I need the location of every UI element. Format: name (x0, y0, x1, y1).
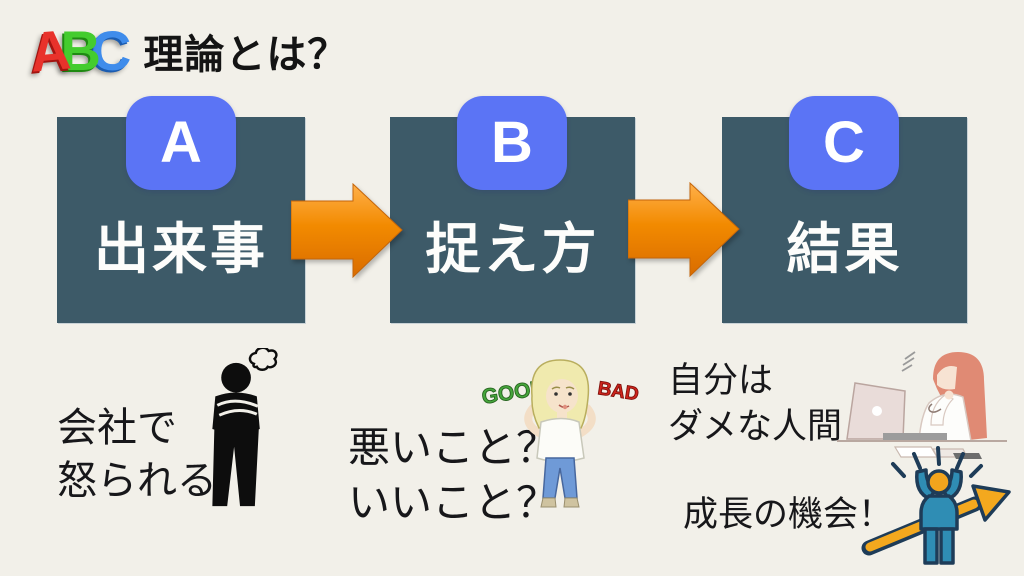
page-title: A B C 理論とは？ (27, 17, 349, 84)
example-belief-line1: 悪いこと？ (348, 426, 559, 472)
example-positive-line1: 成長の機会！ (683, 495, 894, 534)
example-negative-text: 自分は ダメな人間 (668, 358, 842, 450)
badge-b-letter: B (491, 110, 533, 175)
angry-person-icon (212, 348, 278, 507)
bad-label: BAD (596, 378, 640, 405)
arrow-right-icon (291, 183, 403, 278)
badge-b: B (457, 96, 567, 190)
flow-box-consequence-label: 結果 (786, 219, 903, 280)
letter-b-3d: B (60, 19, 101, 82)
badge-c: C (789, 96, 899, 190)
good-bad-woman-icon: GOOD BAD (480, 359, 641, 508)
example-negative-line2: ダメな人間 (668, 407, 842, 447)
example-event-line1: 会社で (57, 405, 177, 450)
flow-box-event: 出来事 (57, 117, 305, 323)
example-positive-text: 成長の機会！ (683, 492, 893, 538)
title-text: 理論とは？ (143, 33, 349, 77)
flow-box-event-label: 出来事 (93, 219, 268, 280)
example-event-line2: 怒られる (57, 457, 217, 503)
arrow-right-icon (628, 182, 740, 277)
example-event-text: 会社で 怒られる (57, 402, 217, 508)
flow-box-consequence: 結果 (722, 117, 967, 323)
example-belief-text: 悪いこと？ いいこと？ (348, 422, 558, 533)
abc-3d-letters: A B C (27, 17, 132, 84)
flow-box-belief-label: 捉え方 (425, 219, 600, 280)
badge-a: A (126, 96, 236, 190)
badge-a-letter: A (160, 110, 202, 175)
example-belief-line2: いいこと？ (348, 481, 559, 528)
badge-c-letter: C (823, 110, 865, 175)
example-negative-line1: 自分は (668, 361, 774, 400)
stressed-woman-icon (837, 351, 1007, 459)
letter-a-3d: A (27, 17, 74, 84)
letter-c-3d: C (90, 19, 132, 82)
growth-person-icon (861, 446, 1011, 565)
